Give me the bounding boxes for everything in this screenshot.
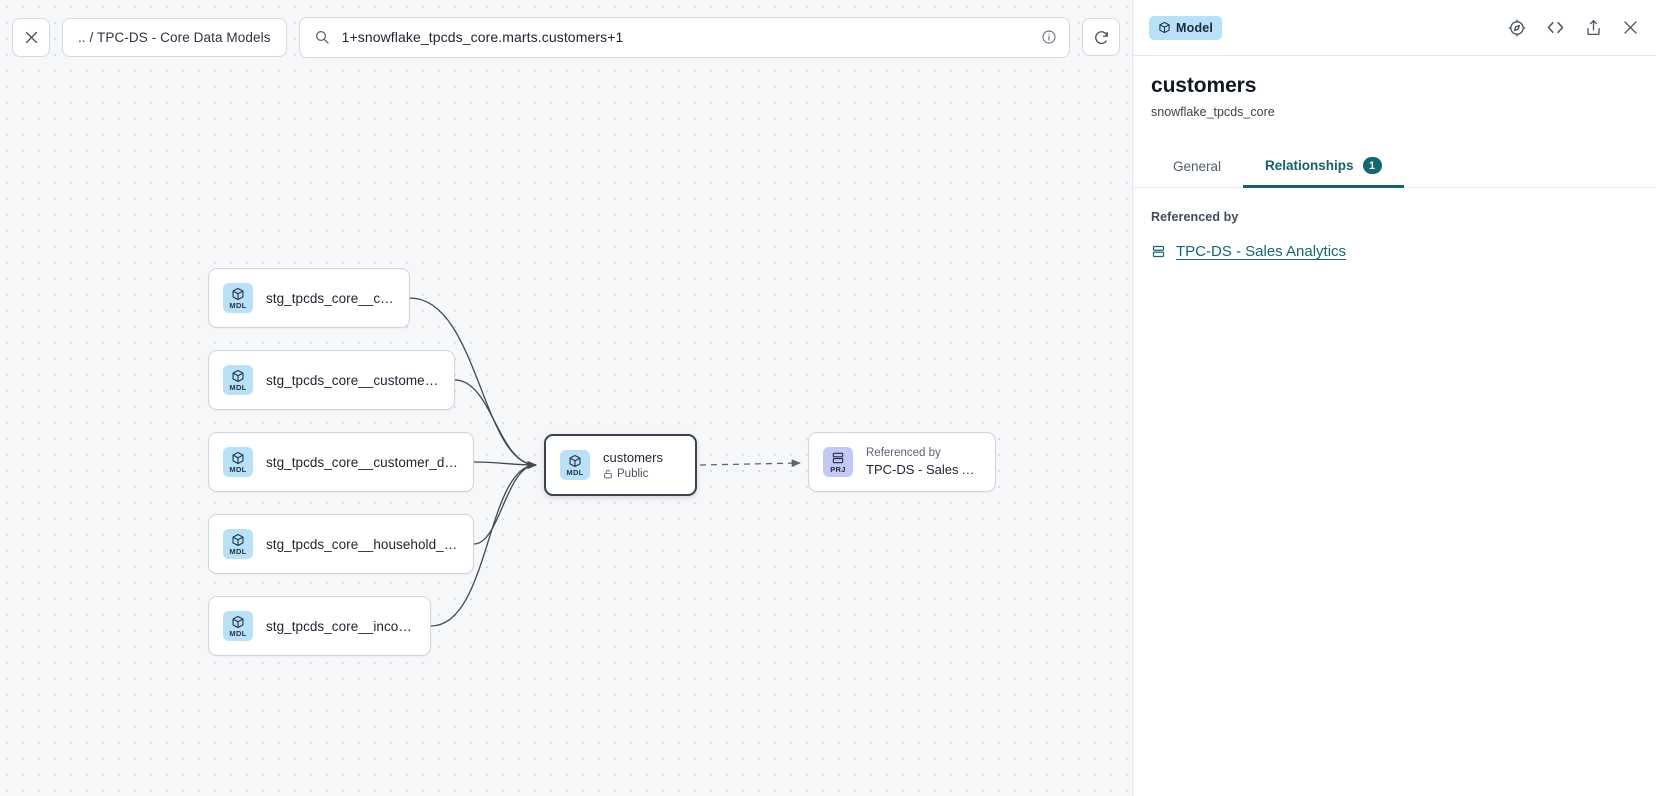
reference-link[interactable]: TPC-DS - Sales Analytics (1176, 243, 1346, 260)
tab-general[interactable]: General (1151, 149, 1243, 188)
node-badge-text: MDL (229, 548, 246, 556)
panel-headline: customers snowflake_tpcds_core (1133, 56, 1656, 119)
search-input[interactable] (340, 28, 1031, 46)
node-badge-text: MDL (229, 384, 246, 392)
node-visibility-label: Public (617, 468, 648, 480)
tab-relationships-count: 1 (1363, 157, 1382, 174)
panel-content: Referenced by TPC-DS - Sales Analytics (1133, 188, 1656, 260)
refresh-icon (1093, 29, 1110, 46)
node-badge-text: MDL (229, 630, 246, 638)
entity-type-label: Model (1176, 21, 1213, 35)
tab-relationships[interactable]: Relationships 1 (1243, 147, 1404, 188)
node-title: TPC-DS - Sales Analytics (866, 462, 981, 477)
node-badge-text: MDL (229, 302, 246, 310)
lineage-node-project[interactable]: PRJ Referenced by TPC-DS - Sales Analyti… (808, 432, 996, 492)
node-badge-mdl: MDL (223, 283, 253, 313)
entity-type-chip: Model (1149, 16, 1222, 40)
node-badge-mdl: MDL (223, 611, 253, 641)
node-label: stg_tpcds_core__customer_demogra… (266, 455, 459, 470)
tab-general-label: General (1173, 159, 1221, 174)
entity-subtitle: snowflake_tpcds_core (1151, 105, 1638, 119)
node-badge-mdl: MDL (223, 529, 253, 559)
search-icon (314, 29, 330, 45)
node-label: stg_tpcds_core__household_demogr… (266, 537, 459, 552)
panel-header: Model (1133, 0, 1656, 56)
details-panel: Model customers snowflake_tpcds_core (1132, 0, 1656, 796)
project-icon (1151, 244, 1166, 259)
node-badge-text: PRJ (830, 466, 846, 474)
lineage-canvas[interactable]: MDL stg_tpcds_core__customer MDL stg_tpc… (0, 0, 1132, 796)
panel-tabs: General Relationships 1 (1133, 147, 1656, 188)
node-badge-text: MDL (566, 469, 583, 477)
close-icon (23, 29, 40, 46)
cube-icon (1158, 21, 1171, 34)
node-label: stg_tpcds_core__customer (266, 291, 395, 306)
tab-relationships-label: Relationships (1265, 158, 1354, 173)
close-lineage-button[interactable] (12, 18, 50, 57)
info-circle-icon (1041, 29, 1057, 45)
node-title: customers (603, 450, 663, 465)
node-label: stg_tpcds_core__customer_address (266, 373, 440, 388)
node-visibility: Public (603, 468, 663, 480)
close-icon[interactable] (1621, 18, 1640, 37)
list-item[interactable]: TPC-DS - Sales Analytics (1151, 243, 1638, 260)
refresh-button[interactable] (1082, 18, 1120, 56)
node-body: Referenced by TPC-DS - Sales Analytics (866, 447, 981, 477)
breadcrumb[interactable]: .. / TPC-DS - Core Data Models (62, 18, 287, 57)
lineage-toolbar: .. / TPC-DS - Core Data Models (0, 0, 1132, 74)
lineage-node[interactable]: MDL stg_tpcds_core__customer_address (208, 350, 455, 410)
page-title: customers (1151, 74, 1638, 98)
section-label-referenced-by: Referenced by (1151, 210, 1638, 224)
node-badge-mdl: MDL (223, 365, 253, 395)
node-badge-mdl: MDL (560, 450, 590, 480)
panel-actions (1507, 17, 1640, 38)
lock-icon (603, 469, 613, 479)
node-caption: Referenced by (866, 447, 981, 459)
breadcrumb-label: .. / TPC-DS - Core Data Models (78, 30, 271, 45)
compass-icon[interactable] (1507, 18, 1527, 38)
node-body: customers Public (603, 450, 663, 480)
node-badge-mdl: MDL (223, 447, 253, 477)
lineage-node[interactable]: MDL stg_tpcds_core__customer (208, 268, 410, 328)
code-icon[interactable] (1545, 17, 1566, 38)
lineage-search-box[interactable] (299, 17, 1070, 58)
node-badge-text: MDL (229, 466, 246, 474)
lineage-node-selected[interactable]: MDL customers Public (544, 434, 697, 496)
lineage-node[interactable]: MDL stg_tpcds_core__income_band (208, 596, 431, 656)
node-badge-prj: PRJ (823, 447, 853, 477)
share-icon[interactable] (1584, 18, 1603, 37)
lineage-node[interactable]: MDL stg_tpcds_core__customer_demogra… (208, 432, 474, 492)
lineage-edges (0, 0, 1132, 796)
lineage-node[interactable]: MDL stg_tpcds_core__household_demogr… (208, 514, 474, 574)
node-label: stg_tpcds_core__income_band (266, 619, 416, 634)
